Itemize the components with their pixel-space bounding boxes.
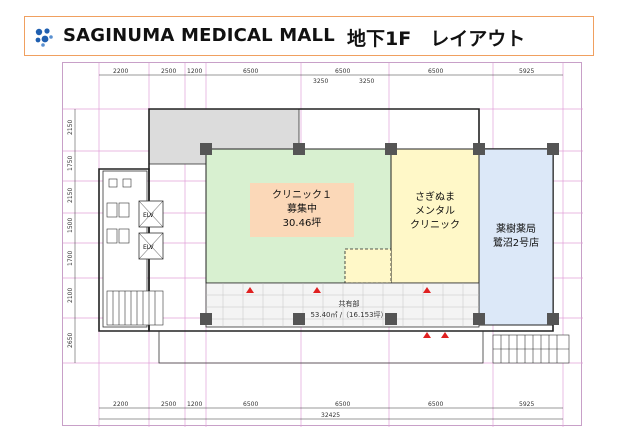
saginuma-name-1: さぎぬま (415, 192, 455, 203)
dim-left-5: 1700 (67, 251, 74, 266)
elv-label-2: ELV (143, 244, 154, 251)
saginuma-area (390, 148, 480, 284)
walkway (158, 331, 484, 364)
saginuma-logo-icon (35, 28, 53, 47)
dim-top-2: 2500 (161, 68, 176, 75)
common-area-label: 共有部 53.40㎡ /（16.153坪） (279, 299, 419, 321)
dim-left-1: 2150 (67, 120, 74, 135)
columns (200, 143, 559, 325)
common-area-name: 共有部 (338, 300, 360, 308)
warning-markers (246, 287, 449, 338)
dim-left-6: 2100 (67, 288, 74, 303)
dim-sub-2: 3250 (359, 78, 374, 85)
clinic1-status: 募集中 (287, 204, 317, 215)
dim-bottom-5: 6500 (335, 401, 350, 408)
saginuma-label: さぎぬま メンタル クリニック (393, 191, 477, 233)
dimension-lines (74, 74, 563, 420)
dim-bottom-2: 2500 (161, 401, 176, 408)
dim-top-4: 6500 (243, 68, 258, 75)
pharmacy-branch: 鷺沼2号店 (492, 238, 540, 249)
floor-plan-drawing: 2200 2500 1200 6500 6500 6500 5925 3250 … (63, 63, 583, 427)
dim-left-3: 2150 (67, 188, 74, 203)
clinic1-name: クリニック１ (272, 190, 332, 201)
stairs-left (106, 290, 164, 326)
floor-subtitle: 地下1F レイアウト (347, 28, 526, 50)
saginuma-name-3: クリニック (410, 220, 460, 231)
dim-bottom-7: 5925 (519, 401, 534, 408)
dim-left-2: 1750 (67, 156, 74, 171)
toilets (106, 178, 132, 244)
common-area-size: 53.40㎡ /（16.153坪） (310, 311, 388, 319)
mall-title: SAGINUMA MEDICAL MALL (63, 25, 335, 46)
clinic1-size: 30.46坪 (282, 218, 322, 229)
dim-bottom-3: 1200 (187, 401, 202, 408)
saginuma-name-2: メンタル (415, 206, 455, 217)
dim-bottom-total: 32425 (321, 412, 340, 419)
dim-top-3: 1200 (187, 68, 202, 75)
pharmacy-name: 薬樹薬局 (496, 224, 536, 235)
header-banner: SAGINUMA MEDICAL MALL 地下1F レイアウト (24, 16, 594, 56)
dim-bottom-1: 2200 (113, 401, 128, 408)
dim-top-7: 5925 (519, 68, 534, 75)
pharmacy-area (478, 148, 554, 326)
dim-sub-1: 3250 (313, 78, 328, 85)
dim-top-1: 2200 (113, 68, 128, 75)
saginuma-extension (344, 248, 392, 284)
clinic1-label: クリニック１ 募集中 30.46坪 (250, 183, 354, 237)
stairs-right (492, 334, 570, 364)
dim-left-7: 2650 (67, 333, 74, 348)
dim-top-5: 6500 (335, 68, 350, 75)
dim-bottom-4: 6500 (243, 401, 258, 408)
floor-plan: 2200 2500 1200 6500 6500 6500 5925 3250 … (62, 62, 583, 427)
pharmacy-label: 薬樹薬局 鷺沼2号店 (479, 223, 553, 251)
elv-label-1: ELV (143, 212, 154, 219)
dim-left-4: 1500 (67, 218, 74, 233)
dim-top-6: 6500 (428, 68, 443, 75)
dim-bottom-6: 6500 (428, 401, 443, 408)
